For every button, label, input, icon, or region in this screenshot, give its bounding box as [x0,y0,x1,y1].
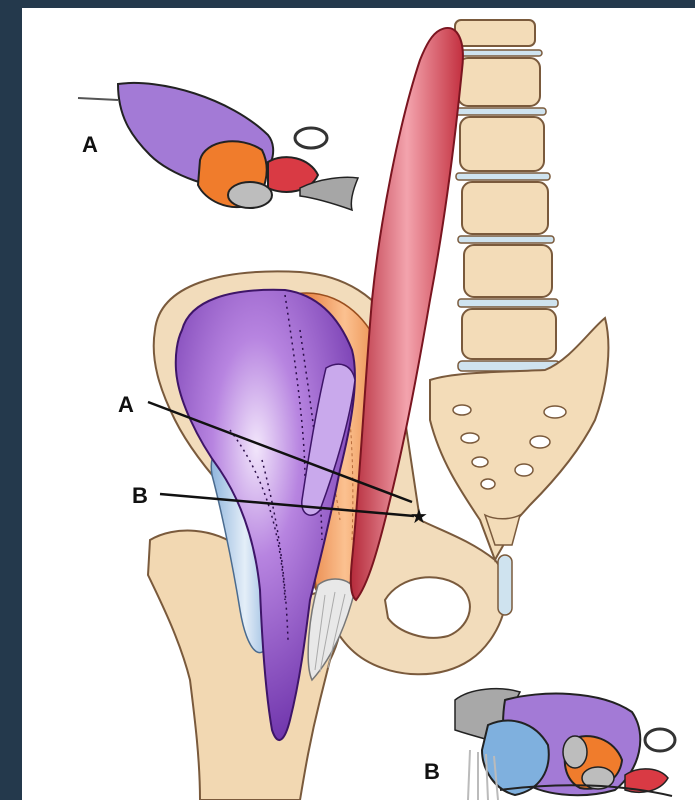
inset-a-label: A [82,132,98,157]
pointer-label-a: A [118,392,134,417]
illustration-panel: A [22,8,695,800]
pointer-label-b: B [132,483,148,508]
inset-a-gray-nerve [228,182,272,208]
star-marker-icon: ★ [410,504,428,528]
inset-b-vessel-ring [645,729,675,751]
lumbar-spine [452,20,560,371]
inset-a-cross-section: A [78,83,358,210]
coccyx-ligament [498,555,512,615]
inset-b-label: B [424,759,440,784]
inset-b-cross-section: B [424,689,675,800]
inset-a-vessel-ring [295,128,327,148]
hip-anatomy-diagram: A [22,8,695,800]
